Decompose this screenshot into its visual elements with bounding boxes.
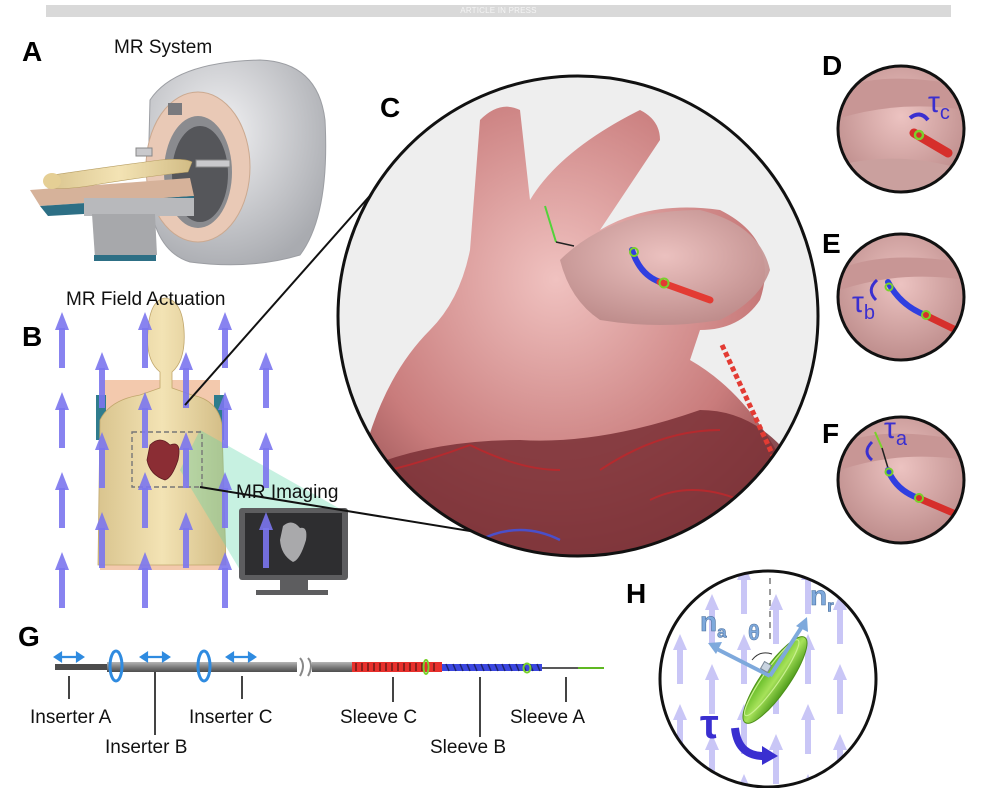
faint-field-arrow	[801, 704, 815, 754]
torque-subscript: c	[939, 102, 950, 124]
rotation-arrows	[108, 649, 212, 683]
panel-label-d: D	[822, 50, 843, 81]
vector-nr-head	[796, 617, 808, 632]
field-arrow	[55, 472, 69, 528]
label-sleeve-b: Sleeve B	[430, 737, 507, 758]
label-inserter-b: Inserter B	[105, 737, 188, 758]
detail-view-d	[836, 64, 966, 194]
magnetic-field-arrows	[55, 312, 273, 608]
label-inserter-c: Inserter C	[189, 707, 273, 728]
angle-theta-label: θ	[748, 620, 760, 645]
faint-field-arrow	[769, 594, 783, 644]
field-arrow	[218, 552, 232, 608]
sleeve-b-segment	[442, 664, 542, 671]
vector-na-label: na	[700, 606, 727, 642]
field-arrow	[95, 352, 109, 408]
panel-label-f: F	[822, 418, 840, 449]
torque-subscript: b	[863, 302, 875, 324]
field-arrow	[138, 552, 152, 608]
faint-field-arrow	[833, 664, 847, 714]
heart-zoom-view	[336, 74, 820, 558]
sleeve-c-segment	[352, 662, 442, 672]
torque-tau-label: τ	[700, 700, 719, 747]
field-arrow	[138, 472, 152, 528]
torque-symbol: τ	[852, 286, 864, 319]
faint-field-arrow	[833, 594, 847, 644]
inserter-b-segment	[107, 662, 187, 672]
vector-nr-shaft	[768, 623, 805, 678]
field-arrow	[218, 392, 232, 448]
field-arrow	[179, 432, 193, 488]
faint-field-arrow	[737, 634, 751, 684]
field-arrow	[138, 392, 152, 448]
torque-subscript: a	[895, 428, 907, 450]
faint-field-arrow	[769, 734, 783, 784]
field-arrow	[95, 512, 109, 568]
field-arrow	[179, 512, 193, 568]
torque-label-c: τc	[928, 88, 950, 128]
field-arrow	[55, 552, 69, 608]
field-arrow	[259, 352, 273, 408]
faint-field-arrow	[705, 734, 719, 784]
panel-label-b: B	[22, 321, 43, 352]
inserter-c-segment	[187, 662, 297, 672]
vector-na-head	[708, 642, 722, 654]
panel-label-a: A	[22, 36, 43, 67]
shaft-break-symbol	[299, 657, 312, 677]
vector-na-shaft	[712, 645, 771, 678]
label-sleeve-a: Sleeve A	[510, 707, 585, 728]
torque-symbol: τ	[928, 86, 940, 119]
panel-label-g: G	[18, 621, 40, 652]
angle-arc	[751, 652, 773, 661]
field-arrow	[55, 312, 69, 368]
panel-label-h: H	[626, 578, 647, 609]
field-arrow	[179, 352, 193, 408]
inserter-a-segment	[55, 664, 107, 670]
zoom-connector-line-top	[184, 189, 376, 406]
faint-field-arrow	[705, 594, 719, 644]
catheter-schematic	[53, 649, 604, 737]
torque-symbol: τ	[884, 412, 896, 445]
detail-view-e	[836, 232, 966, 362]
mr-field-actuation-title: MR Field Actuation	[66, 289, 226, 310]
faint-field-arrow	[673, 634, 687, 684]
field-arrow	[218, 312, 232, 368]
mr-system-title: MR System	[114, 37, 213, 58]
coil-ring-b	[522, 662, 532, 674]
right-angle-marker	[759, 660, 773, 674]
label-inserter-a: Inserter A	[30, 707, 112, 728]
panel-label-e: E	[822, 228, 841, 259]
faint-field-arrow	[705, 664, 719, 714]
vector-nr-label: nr	[810, 580, 834, 616]
field-arrow	[259, 512, 273, 568]
label-sleeve-c: Sleeve C	[340, 707, 418, 728]
field-arrow	[259, 432, 273, 488]
article-in-press-banner: ARTICLE IN PRESS	[46, 5, 951, 17]
field-arrow	[95, 432, 109, 488]
faint-field-arrow	[673, 571, 687, 614]
translation-arrows	[53, 650, 257, 664]
field-arrow	[218, 472, 232, 528]
panel-label-c: C	[380, 92, 401, 123]
detail-view-f	[836, 415, 966, 545]
torque-label-a: τa	[884, 414, 907, 454]
faint-field-arrow	[673, 704, 687, 754]
mr-imaging-label: MR Imaging	[236, 482, 339, 503]
field-arrow	[55, 392, 69, 448]
torque-label-b: τb	[852, 288, 875, 328]
faint-field-arrow	[673, 774, 687, 787]
coil-ring-c	[422, 659, 430, 675]
torque-diagram	[658, 569, 878, 788]
field-arrow	[138, 312, 152, 368]
label-leader-lines	[68, 672, 567, 737]
field-actuation-illustration	[96, 297, 348, 595]
mr-scanner-illustration	[30, 59, 327, 266]
